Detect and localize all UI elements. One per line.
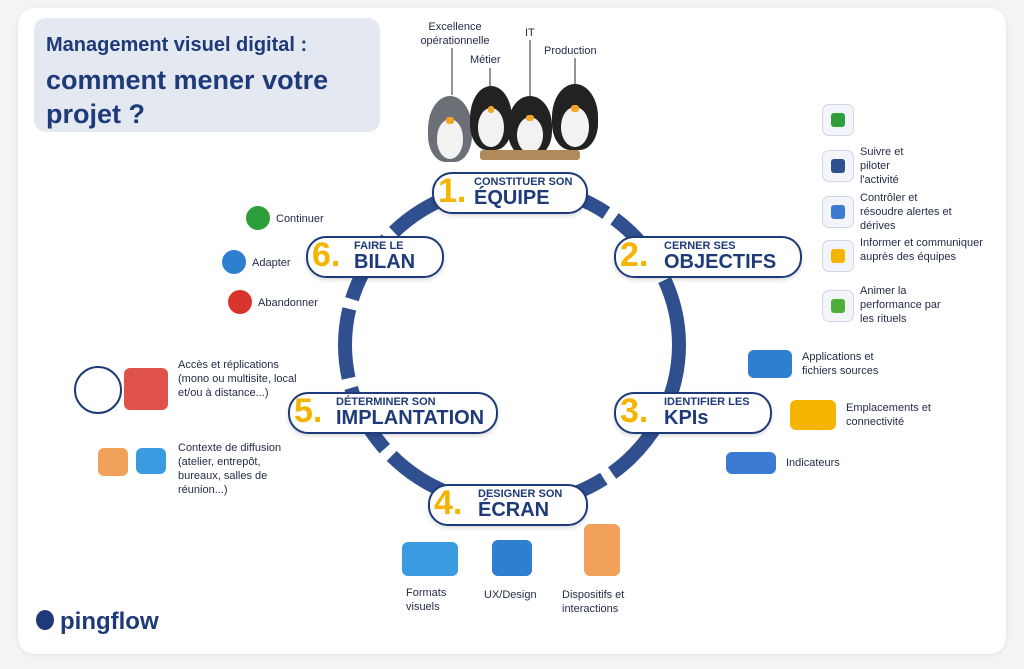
step-title: ÉQUIPE xyxy=(474,187,550,209)
objectif-animer: Animer la performance par les rituels xyxy=(860,285,941,325)
role-production: Production xyxy=(544,45,597,57)
implantation-acces: Accès et réplications (mono ou multisite… xyxy=(178,359,297,399)
dashboard-icon xyxy=(726,452,776,474)
bilan-continuer: Continuer xyxy=(276,213,324,225)
title-line-2: comment mener votre projet ? xyxy=(46,65,329,129)
title-box: Management visuel digital : comment mene… xyxy=(34,18,380,132)
implantation-contexte: Contexte de diffusion (atelier, entrepôt… xyxy=(178,442,282,496)
refresh-icon xyxy=(222,250,246,274)
ecran-ux: UX/Design xyxy=(484,589,537,601)
touch-device-icon xyxy=(584,524,620,576)
step-subtitle: IDENTIFIER LES xyxy=(664,396,750,408)
step-3-kpis: 3. IDENTIFIER LES KPIs xyxy=(614,392,772,434)
title-line-1: Management visuel digital : xyxy=(46,34,308,56)
folder-cloud-icon xyxy=(790,400,836,430)
step-4-ecran: 4. DESIGNER SON ÉCRAN xyxy=(428,484,588,526)
step-title: OBJECTIFS xyxy=(664,251,777,273)
pingflow-logo-icon xyxy=(36,610,54,630)
step-subtitle: CERNER SES xyxy=(664,240,736,252)
bilan-adapter: Adapter xyxy=(252,257,291,269)
kpi-applications: Applications et fichiers sources xyxy=(802,351,879,377)
step-number: 6. xyxy=(312,236,341,274)
role-excellence: Excellence opérationnelle xyxy=(420,21,490,47)
puzzle-yellow-icon xyxy=(822,240,854,272)
ecran-formats: Formats visuels xyxy=(406,587,447,613)
kpi-emplacements: Emplacements et connectivité xyxy=(846,402,931,428)
step-title: BILAN xyxy=(354,251,416,273)
bilan-abandonner: Abandonner xyxy=(258,297,318,309)
step-subtitle: DÉTERMINER SON xyxy=(336,396,436,408)
puzzle-lightblue-icon xyxy=(822,196,854,228)
step-1-equipe: 1. CONSTITUER SON ÉQUIPE xyxy=(432,172,588,214)
puzzle-blue-icon xyxy=(822,150,854,182)
step-5-implantation: 5. DÉTERMINER SON IMPLANTATION xyxy=(288,392,498,434)
step-subtitle: CONSTITUER SON xyxy=(474,176,573,188)
database-icon xyxy=(748,350,792,378)
design-tools-icon xyxy=(402,542,458,576)
play-icon xyxy=(246,206,270,230)
kpi-indicateurs: Indicateurs xyxy=(786,457,840,469)
close-icon xyxy=(228,290,252,314)
step-title: IMPLANTATION xyxy=(336,407,485,429)
step-subtitle: FAIRE LE xyxy=(354,240,404,252)
conveyor-icon xyxy=(98,448,128,476)
puzzle-icon xyxy=(822,104,854,136)
step-subtitle: DESIGNER SON xyxy=(478,488,563,500)
role-metier: Métier xyxy=(470,54,501,66)
step-title: KPIs xyxy=(664,407,709,429)
step-number: 3. xyxy=(620,392,649,430)
objectif-controler: Contrôler et résoudre alertes et dérives xyxy=(860,192,952,232)
step-2-objectifs: 2. CERNER SES OBJECTIFS xyxy=(614,236,802,278)
ux-design-icon xyxy=(492,540,532,576)
objectif-suivre: Suivre et piloter l'activité xyxy=(860,146,904,186)
multisite-network-icon xyxy=(124,368,168,410)
ecran-dispositifs: Dispositifs et interactions xyxy=(562,589,625,615)
step-number: 2. xyxy=(620,236,649,274)
monitor-icon xyxy=(136,448,166,474)
step-number: 4. xyxy=(434,484,463,522)
factory-icon xyxy=(74,366,122,414)
brand-logo: pingflow xyxy=(60,608,159,635)
role-it: IT xyxy=(525,27,535,39)
step-6-bilan: 6. FAIRE LE BILAN xyxy=(306,236,444,278)
step-number: 5. xyxy=(294,392,323,430)
objectif-informer: Informer et communiquer auprès des équip… xyxy=(860,237,983,263)
step-title: ÉCRAN xyxy=(478,499,550,521)
puzzle-green-icon xyxy=(822,290,854,322)
step-number: 1. xyxy=(438,172,467,210)
